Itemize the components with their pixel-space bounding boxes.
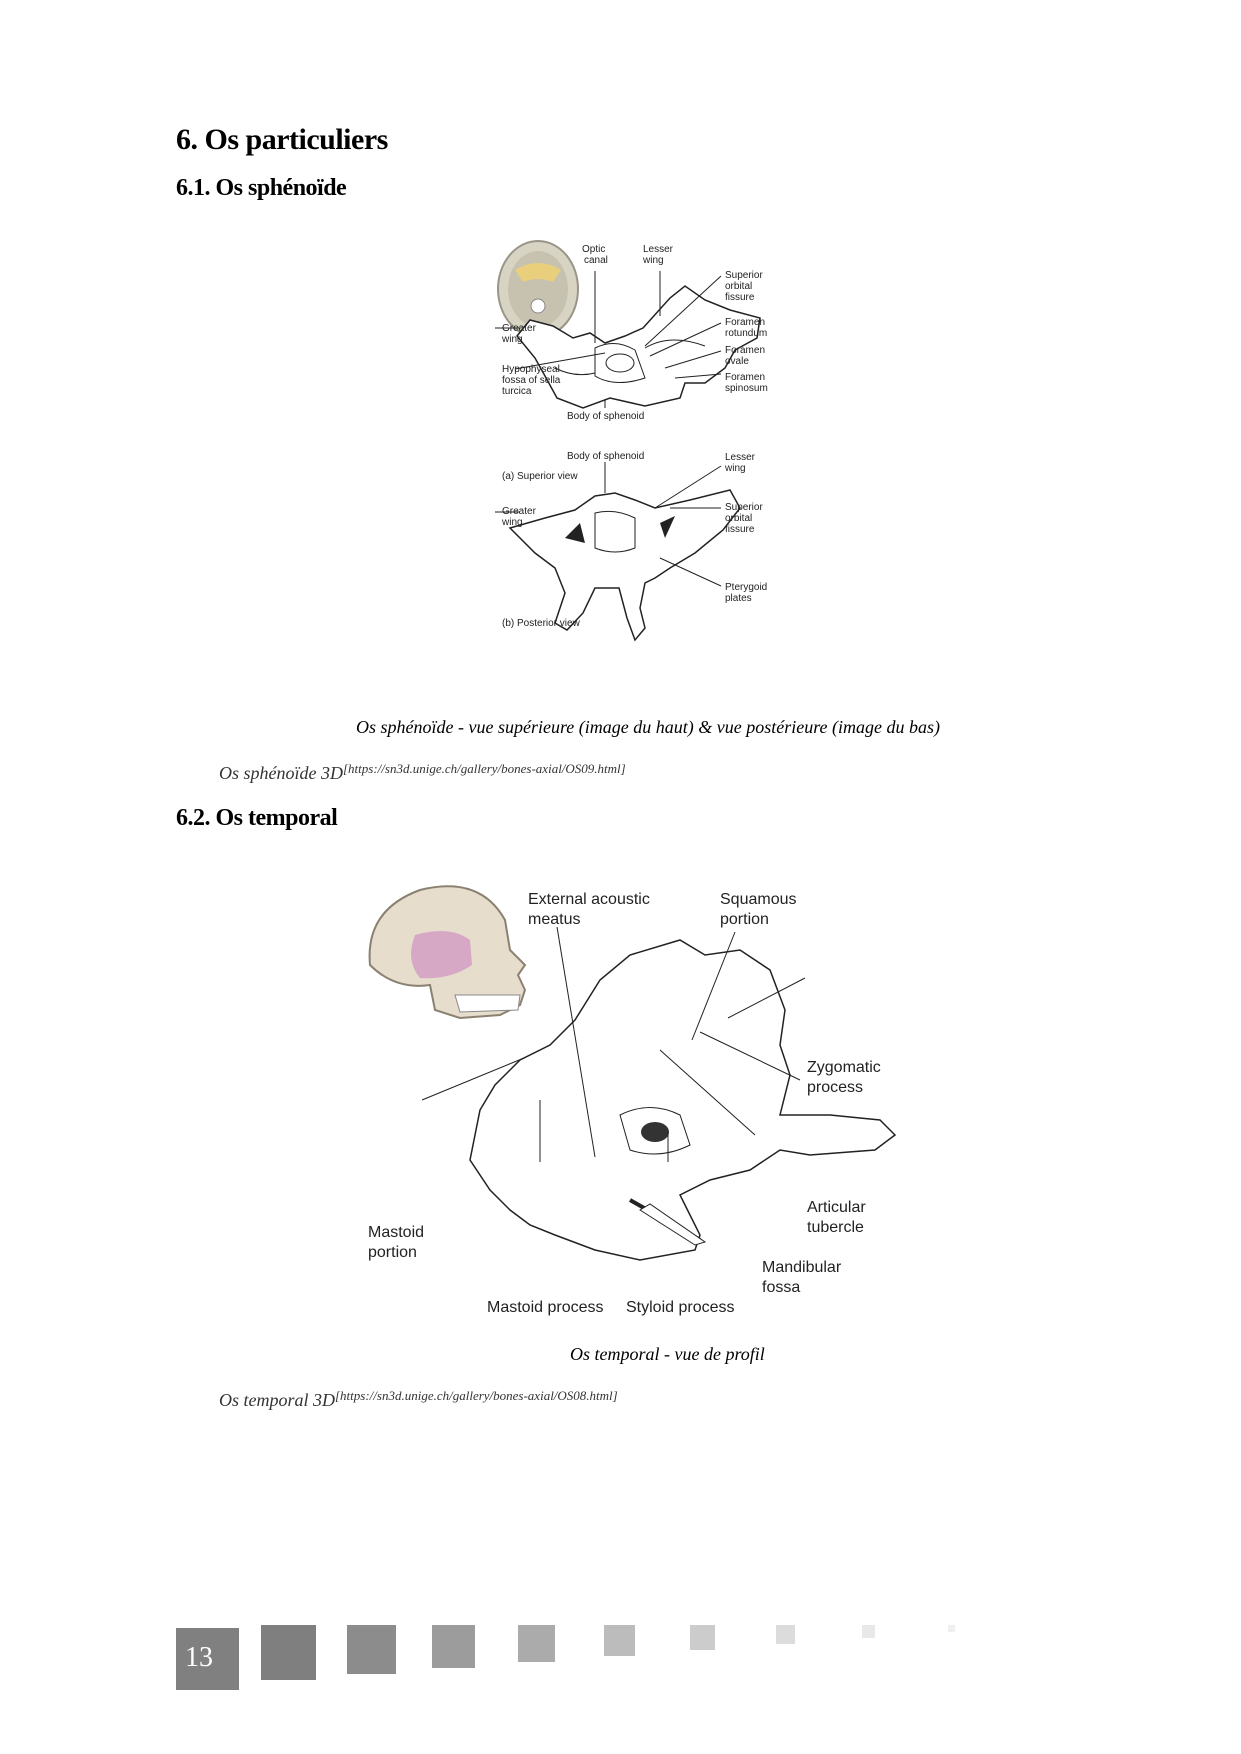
label-spinosum-2: spinosum — [725, 383, 768, 394]
label-lesser-wing-1: Lesser — [643, 244, 674, 255]
label-optic-canal-2: canal — [584, 255, 608, 266]
label-eam-1: External acoustic — [528, 891, 650, 908]
label-articular-1: Articular — [807, 1199, 866, 1216]
footer-square-9 — [948, 1625, 955, 1632]
label-zygomatic-2: process — [807, 1079, 863, 1096]
label-mandibular-2: fossa — [762, 1279, 800, 1296]
label-post-lesser-2: wing — [724, 463, 746, 474]
label-pterygoid-2: plates — [725, 593, 752, 604]
sphenoid-posterior-bone — [508, 489, 741, 642]
label-zygomatic-1: Zygomatic — [807, 1059, 881, 1076]
label-eam-2: meatus — [528, 911, 580, 928]
sphenoid-figure: Optic canal Lesser wing Superior orbital… — [495, 240, 770, 642]
subsection-heading-sphenoid: 6.1. Os sphénoïde — [176, 175, 347, 201]
label-hypophyseal-2: fossa of sella — [502, 375, 561, 386]
page-number: 13 — [185, 1642, 213, 1673]
footer-square-2 — [347, 1625, 396, 1674]
label-hypophyseal-1: Hypophyseal — [502, 364, 560, 375]
label-body-superior: Body of sphenoid — [567, 411, 644, 422]
sphenoid-3d-text: Os sphénoïde 3D — [219, 763, 343, 783]
section-heading: 6. Os particuliers — [176, 123, 388, 156]
sphenoid-caption: Os sphénoïde - vue supérieure (image du … — [356, 717, 941, 737]
label-mastoid-portion-2: portion — [368, 1244, 417, 1261]
label-articular-2: tubercle — [807, 1219, 864, 1236]
label-post-greater-2: wing — [501, 517, 523, 528]
label-squamous-1: Squamous — [720, 891, 797, 908]
sphenoid-3d-link[interactable]: Os sphénoïde 3D[https://sn3d.unige.ch/ga… — [219, 761, 626, 784]
label-mastoid-portion-1: Mastoid — [368, 1224, 424, 1241]
label-posterior-view: (b) Posterior view — [502, 618, 581, 629]
label-styloid-process: Styloid process — [626, 1299, 735, 1316]
label-hypophyseal-3: turcica — [502, 386, 532, 397]
label-post-sof-2: orbital — [725, 513, 752, 524]
temporal-3d-url[interactable]: [https://sn3d.unige.ch/gallery/bones-axi… — [335, 1388, 618, 1403]
label-post-greater-1: Greater — [502, 506, 537, 517]
label-ovale-1: Foramen — [725, 345, 765, 356]
footer-square-1 — [261, 1625, 316, 1680]
label-sof-2: orbital — [725, 281, 752, 292]
page-number-box — [176, 1628, 239, 1690]
skull-inset-lateral — [368, 885, 527, 1020]
label-sof-3: fissure — [725, 292, 755, 303]
svg-text:Hypophyseal fossa of sella: Hypophyseal fossa of sella turcica Body … — [502, 364, 647, 482]
label-greater-wing-1: Greater — [502, 323, 537, 334]
label-post-sof-1: Superior — [725, 502, 763, 513]
label-rotundum-2: rotundum — [725, 328, 767, 339]
subsection-heading-temporal: 6.2. Os temporal — [176, 805, 338, 831]
svg-text:Body of sphenoid Lesser: Body of sphenoid Lesser wing Greater win… — [501, 451, 770, 629]
label-post-sof-3: fissure — [725, 524, 755, 535]
label-post-lesser-1: Lesser — [725, 452, 756, 463]
temporal-bone — [469, 939, 897, 1261]
label-pterygoid-1: Pterygoid — [725, 582, 767, 593]
label-sof-1: Superior — [725, 270, 763, 281]
svg-text:Optic canal Lesser: Optic canal Lesser wing Superior orbital… — [582, 244, 770, 394]
label-spinosum-1: Foramen — [725, 372, 765, 383]
footer-square-6 — [690, 1625, 715, 1650]
temporal-caption: Os temporal - vue de profil — [570, 1344, 765, 1364]
label-superior-view: (a) Superior view — [502, 471, 578, 482]
label-greater-wing-2: wing — [501, 334, 523, 345]
footer-square-4 — [518, 1625, 555, 1662]
label-optic-canal-1: Optic — [582, 244, 605, 255]
svg-text:Greater wing: Greater wing — [501, 323, 539, 345]
footer-square-8 — [862, 1625, 875, 1638]
temporal-3d-text: Os temporal 3D — [219, 1390, 335, 1410]
label-squamous-2: portion — [720, 911, 769, 928]
temporal-3d-link[interactable]: Os temporal 3D[https://sn3d.unige.ch/gal… — [219, 1388, 618, 1411]
label-lesser-wing-2: wing — [642, 255, 664, 266]
label-body-posterior: Body of sphenoid — [567, 451, 644, 462]
label-rotundum-1: Foramen — [725, 317, 765, 328]
footer-square-7 — [776, 1625, 795, 1644]
sphenoid-superior-bone — [516, 285, 761, 409]
label-ovale-2: ovale — [725, 356, 749, 367]
footer-square-5 — [604, 1625, 635, 1656]
label-mandibular-1: Mandibular — [762, 1259, 842, 1276]
label-mastoid-process: Mastoid process — [487, 1299, 604, 1316]
footer-square-3 — [432, 1625, 475, 1668]
sphenoid-3d-url[interactable]: [https://sn3d.unige.ch/gallery/bones-axi… — [343, 761, 626, 776]
skull-inset-superior — [497, 240, 579, 338]
